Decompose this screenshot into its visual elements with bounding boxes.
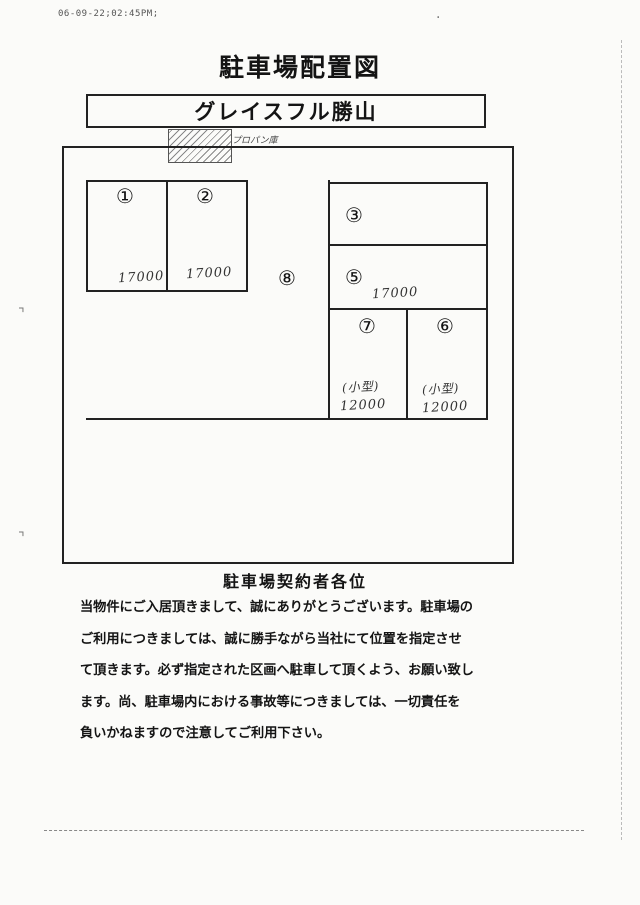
space-number-5: ⑤ xyxy=(345,265,363,289)
binding-mark: ⌝ xyxy=(18,530,25,546)
space-number-6: ⑥ xyxy=(436,314,454,338)
lot-divider-line xyxy=(86,418,330,420)
space-2-fee: 17000 xyxy=(185,264,233,283)
notice-line: 負いかねますので注意してご利用下さい。 xyxy=(80,726,331,741)
building-name: グレイスフル勝山 xyxy=(194,100,378,124)
corner-mark: · xyxy=(436,10,441,26)
space-number-3: ③ xyxy=(345,203,363,227)
space-number-2: ② xyxy=(196,184,214,208)
propane-label: プロパン庫 xyxy=(232,136,278,146)
space-number-8: ⑧ xyxy=(278,266,296,290)
page-edge-shadow xyxy=(620,40,622,840)
fax-header: 06-09-22;02:45PM; xyxy=(58,9,159,19)
space-6-size: (小型) xyxy=(421,381,460,397)
notice-line: て頂きます。必ず指定された区画へ駐車して頂くよう、お願い致し xyxy=(80,663,474,678)
lot-divider-line xyxy=(328,180,330,184)
page-title: 駐車場配置図 xyxy=(218,53,381,82)
space-7-fee: 12000 xyxy=(339,396,387,415)
notice-line: ます。尚、駐車場内における事故等につきましては、一切責任を xyxy=(80,694,461,710)
notice-line: ご利用につきましては、誠に勝手ながら当社にて位置を指定させ xyxy=(80,631,462,647)
notice-line: 当物件にご入居頂きまして、誠にありがとうございます。駐車場の xyxy=(80,600,473,615)
space-number-1: ① xyxy=(116,184,134,208)
space-number-7: ⑦ xyxy=(358,314,376,338)
bottom-rule xyxy=(44,830,584,831)
binding-mark: ⌝ xyxy=(18,306,25,322)
space-5-fee: 17000 xyxy=(371,284,419,303)
notice-body: 当物件にご入居頂きまして、誠にありがとうございます。駐車場の ご利用につきまして… xyxy=(80,592,550,750)
space-7-size: (小型) xyxy=(341,379,380,395)
space-1-fee: 17000 xyxy=(117,268,165,287)
space-6-fee: 12000 xyxy=(421,398,469,417)
parking-space-6 xyxy=(406,308,488,420)
notice-title: 駐車場契約者各位 xyxy=(222,572,367,591)
parking-space-2 xyxy=(166,180,248,292)
building-name-box: グレイスフル勝山 xyxy=(86,94,486,128)
parking-lot-outline xyxy=(62,146,514,564)
